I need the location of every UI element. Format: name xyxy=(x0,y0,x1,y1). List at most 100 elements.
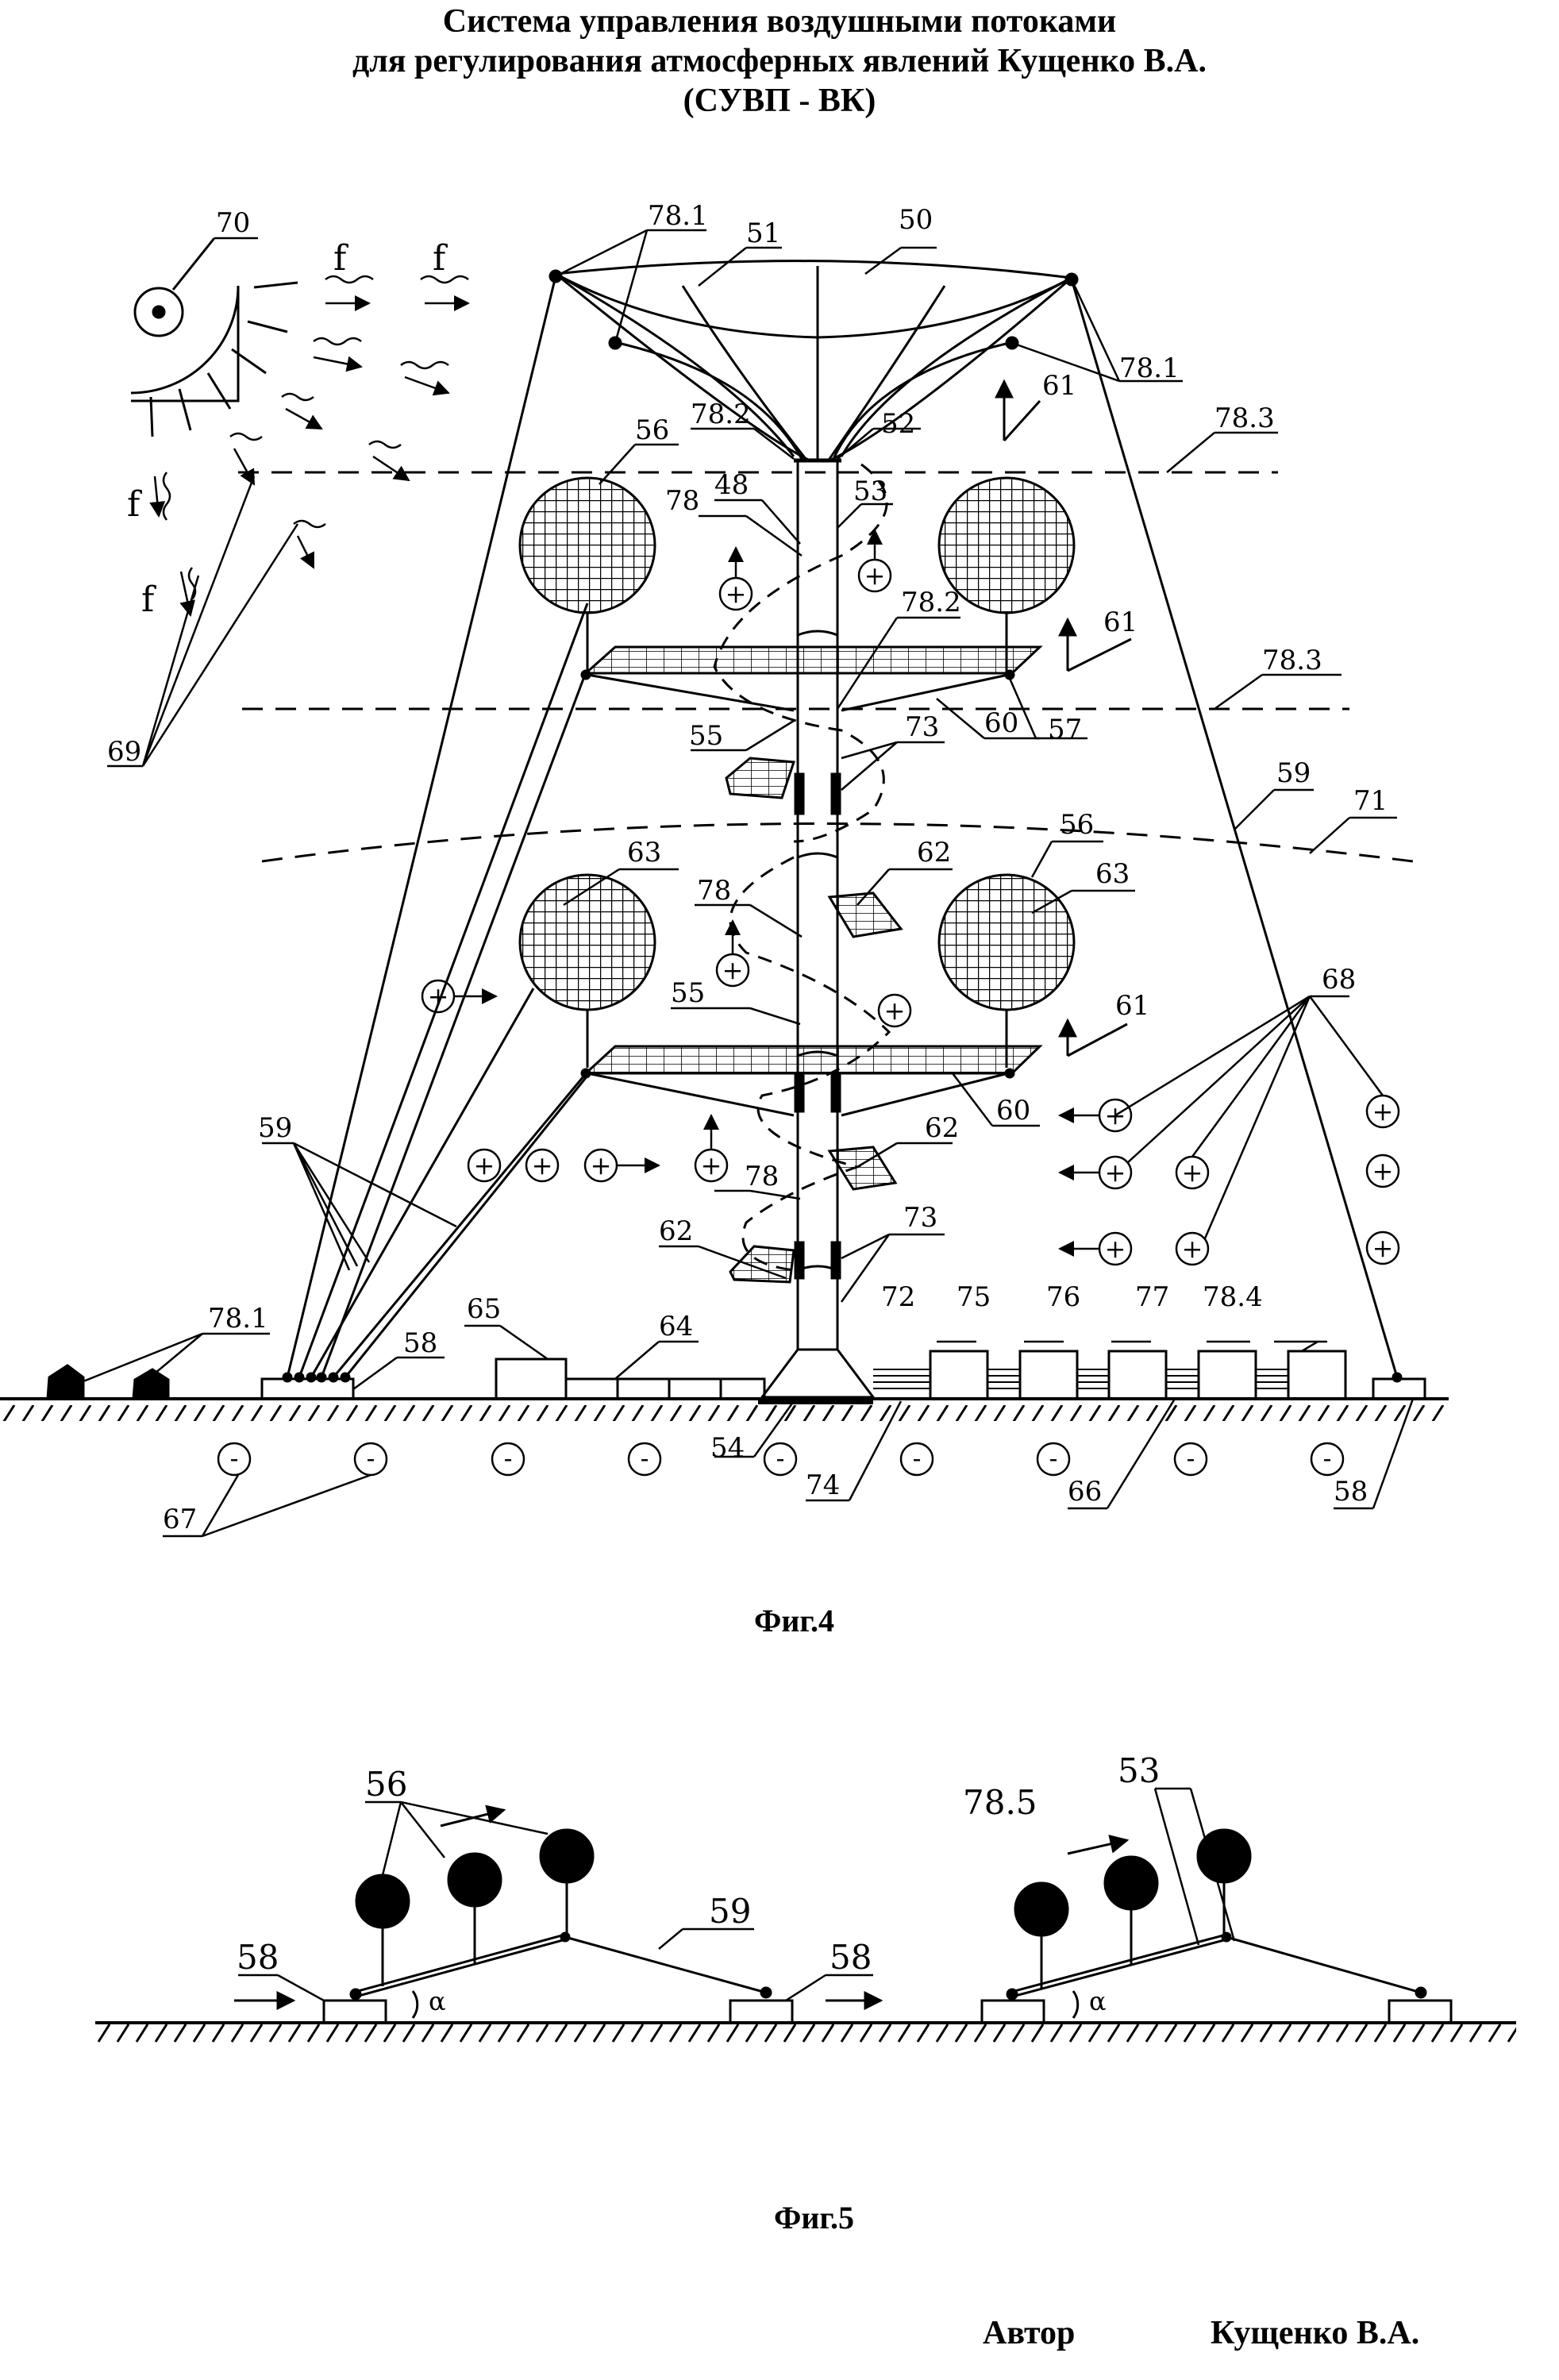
label-58: 58 xyxy=(403,1327,437,1359)
leader-lines xyxy=(83,229,1415,1538)
solar-flows xyxy=(149,275,470,617)
label-59: 59 xyxy=(1276,757,1311,789)
plus-sign: + xyxy=(474,1150,495,1180)
label-51: 51 xyxy=(746,218,780,249)
label-78-3: 78.3 xyxy=(1214,402,1275,434)
label-78-3b: 78.3 xyxy=(1262,645,1322,676)
leader-69 xyxy=(107,476,299,768)
flow-letter-f: f xyxy=(141,580,156,620)
label-62: 62 xyxy=(917,837,951,868)
charge-signs: + + + + + + + + + + + + + + + + + - - - xyxy=(230,560,1394,1473)
label-78c: 78 xyxy=(745,1161,779,1192)
title-line-2: для регулирования атмосферных явлений Ку… xyxy=(352,43,1207,79)
plus-sign: + xyxy=(591,1150,612,1180)
label-73b: 73 xyxy=(903,1202,937,1234)
label-57: 57 xyxy=(1048,714,1082,745)
label-56: 56 xyxy=(635,414,669,446)
mast-53 xyxy=(758,458,876,1404)
flow-letter-f: f xyxy=(433,238,448,279)
plus-sign: + xyxy=(726,579,747,609)
label-67: 67 xyxy=(163,1504,197,1535)
fig5-caption: Фиг.5 xyxy=(774,2200,855,2236)
label-75: 75 xyxy=(957,1281,991,1313)
label-55: 55 xyxy=(689,720,723,752)
plus-sign: + xyxy=(1372,1096,1394,1126)
plus-sign: + xyxy=(1182,1234,1203,1264)
label-78-1c: 78.1 xyxy=(208,1303,268,1334)
author-name: Кущенко В.А. xyxy=(1211,2315,1420,2351)
plus-sign: + xyxy=(1105,1100,1126,1130)
fig5-label-59: 59 xyxy=(709,1892,751,1931)
labels-fig4: 70 78.1 51 50 78.1 61 78.3 78.2 52 56 48… xyxy=(107,200,1388,1535)
label-78: 78 xyxy=(665,485,699,517)
dashed-levels xyxy=(238,471,1414,863)
label-64: 64 xyxy=(659,1311,693,1342)
plus-sign: + xyxy=(532,1150,553,1180)
label-56b: 56 xyxy=(1060,809,1094,841)
plus-sign: + xyxy=(864,560,886,591)
ground-line xyxy=(0,1397,1449,1421)
flow-letters: f f f f xyxy=(127,238,448,620)
label-55b: 55 xyxy=(671,977,705,1009)
label-62c: 62 xyxy=(659,1215,693,1247)
label-52: 52 xyxy=(881,408,915,440)
charge-symbols xyxy=(217,529,1400,1477)
figure-4: 70 78.1 51 50 78.1 61 78.3 78.2 52 56 48… xyxy=(0,200,1449,1538)
canopy-50 xyxy=(549,260,1079,462)
label-59b: 59 xyxy=(258,1112,292,1144)
minus-sign: - xyxy=(367,1443,375,1473)
label-78-4: 78.4 xyxy=(1203,1281,1263,1313)
spiral-flow-78 xyxy=(713,463,891,1272)
minus-sign: - xyxy=(776,1443,785,1473)
label-61: 61 xyxy=(1042,370,1076,402)
minus-sign: - xyxy=(230,1443,239,1473)
label-61b: 61 xyxy=(1103,607,1137,638)
label-78-2: 78.2 xyxy=(691,399,751,430)
label-62b: 62 xyxy=(925,1112,959,1144)
updraft-arrows-61 xyxy=(995,379,1132,1057)
label-58b: 58 xyxy=(1334,1476,1368,1508)
title-line-1: Система управления воздушными потоками xyxy=(442,3,1117,40)
plus-sign: + xyxy=(1372,1156,1394,1186)
guy-wires xyxy=(286,275,1399,1378)
label-66: 66 xyxy=(1068,1476,1102,1508)
label-74: 74 xyxy=(806,1469,840,1501)
label-63: 63 xyxy=(627,837,661,868)
label-68: 68 xyxy=(1322,964,1356,996)
plus-sign: + xyxy=(428,981,449,1011)
plus-sign: + xyxy=(1105,1234,1126,1264)
plus-sign: + xyxy=(884,996,906,1026)
flow-letter-f: f xyxy=(127,484,142,525)
label-50: 50 xyxy=(899,204,933,236)
minus-sign: - xyxy=(1187,1443,1195,1473)
plus-sign: + xyxy=(1182,1157,1203,1188)
label-71: 71 xyxy=(1353,785,1388,817)
fig5-label-58-right: 58 xyxy=(830,1938,872,1977)
label-65: 65 xyxy=(467,1293,501,1325)
minus-sign: - xyxy=(1323,1443,1332,1473)
label-72: 72 xyxy=(881,1281,915,1313)
plus-sign: + xyxy=(1105,1157,1126,1188)
fig5-label-58-left: 58 xyxy=(237,1938,279,1977)
label-69: 69 xyxy=(107,736,141,768)
minus-sign: - xyxy=(1049,1443,1058,1473)
plus-sign: + xyxy=(722,955,744,985)
fig5-label-78-5: 78.5 xyxy=(963,1783,1037,1822)
label-78-1: 78.1 xyxy=(648,200,708,232)
fig5-angle-alpha: α xyxy=(429,1986,446,2016)
figure-5: 56 53 78.5 59 58 58 α α xyxy=(95,1751,1516,2045)
label-61c: 61 xyxy=(1115,990,1149,1022)
fig4-caption: Фиг.4 xyxy=(754,1603,835,1639)
plus-sign: + xyxy=(1372,1233,1394,1263)
fig5-angle-alpha: α xyxy=(1089,1986,1107,2016)
label-70: 70 xyxy=(216,207,250,239)
label-60b: 60 xyxy=(996,1095,1030,1126)
label-60: 60 xyxy=(984,707,1018,739)
plus-sign: + xyxy=(701,1150,722,1180)
minus-sign: - xyxy=(913,1443,922,1473)
label-76: 76 xyxy=(1046,1281,1080,1313)
label-78b: 78 xyxy=(697,875,731,907)
flow-letter-f: f xyxy=(333,238,348,279)
